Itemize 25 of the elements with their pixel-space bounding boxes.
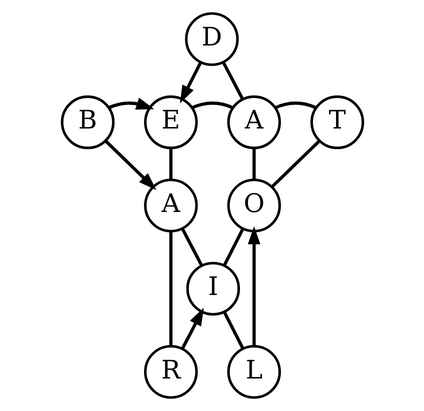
node-circle: A bbox=[144, 178, 198, 232]
arrow bbox=[108, 98, 154, 110]
node-circle: A bbox=[226, 95, 280, 150]
node-circle: T bbox=[310, 95, 364, 150]
node-circle: E bbox=[144, 95, 198, 150]
connector bbox=[252, 148, 256, 180]
connector bbox=[222, 311, 244, 350]
arrow bbox=[247, 226, 260, 346]
connector bbox=[190, 102, 233, 110]
node-circle: R bbox=[144, 345, 198, 399]
node-circle: O bbox=[226, 178, 280, 232]
connector bbox=[222, 228, 244, 266]
arrow bbox=[179, 62, 202, 104]
node-circle: B bbox=[60, 95, 114, 150]
connector bbox=[274, 102, 316, 110]
arrow bbox=[180, 308, 204, 350]
node-circle: I bbox=[186, 262, 240, 316]
arrow bbox=[104, 140, 156, 190]
node-circle: L bbox=[226, 345, 280, 399]
connector bbox=[168, 231, 172, 346]
connector bbox=[221, 62, 244, 100]
node-circle: D bbox=[184, 12, 238, 66]
connector bbox=[168, 148, 172, 180]
connector bbox=[270, 140, 320, 188]
connector bbox=[180, 228, 203, 266]
